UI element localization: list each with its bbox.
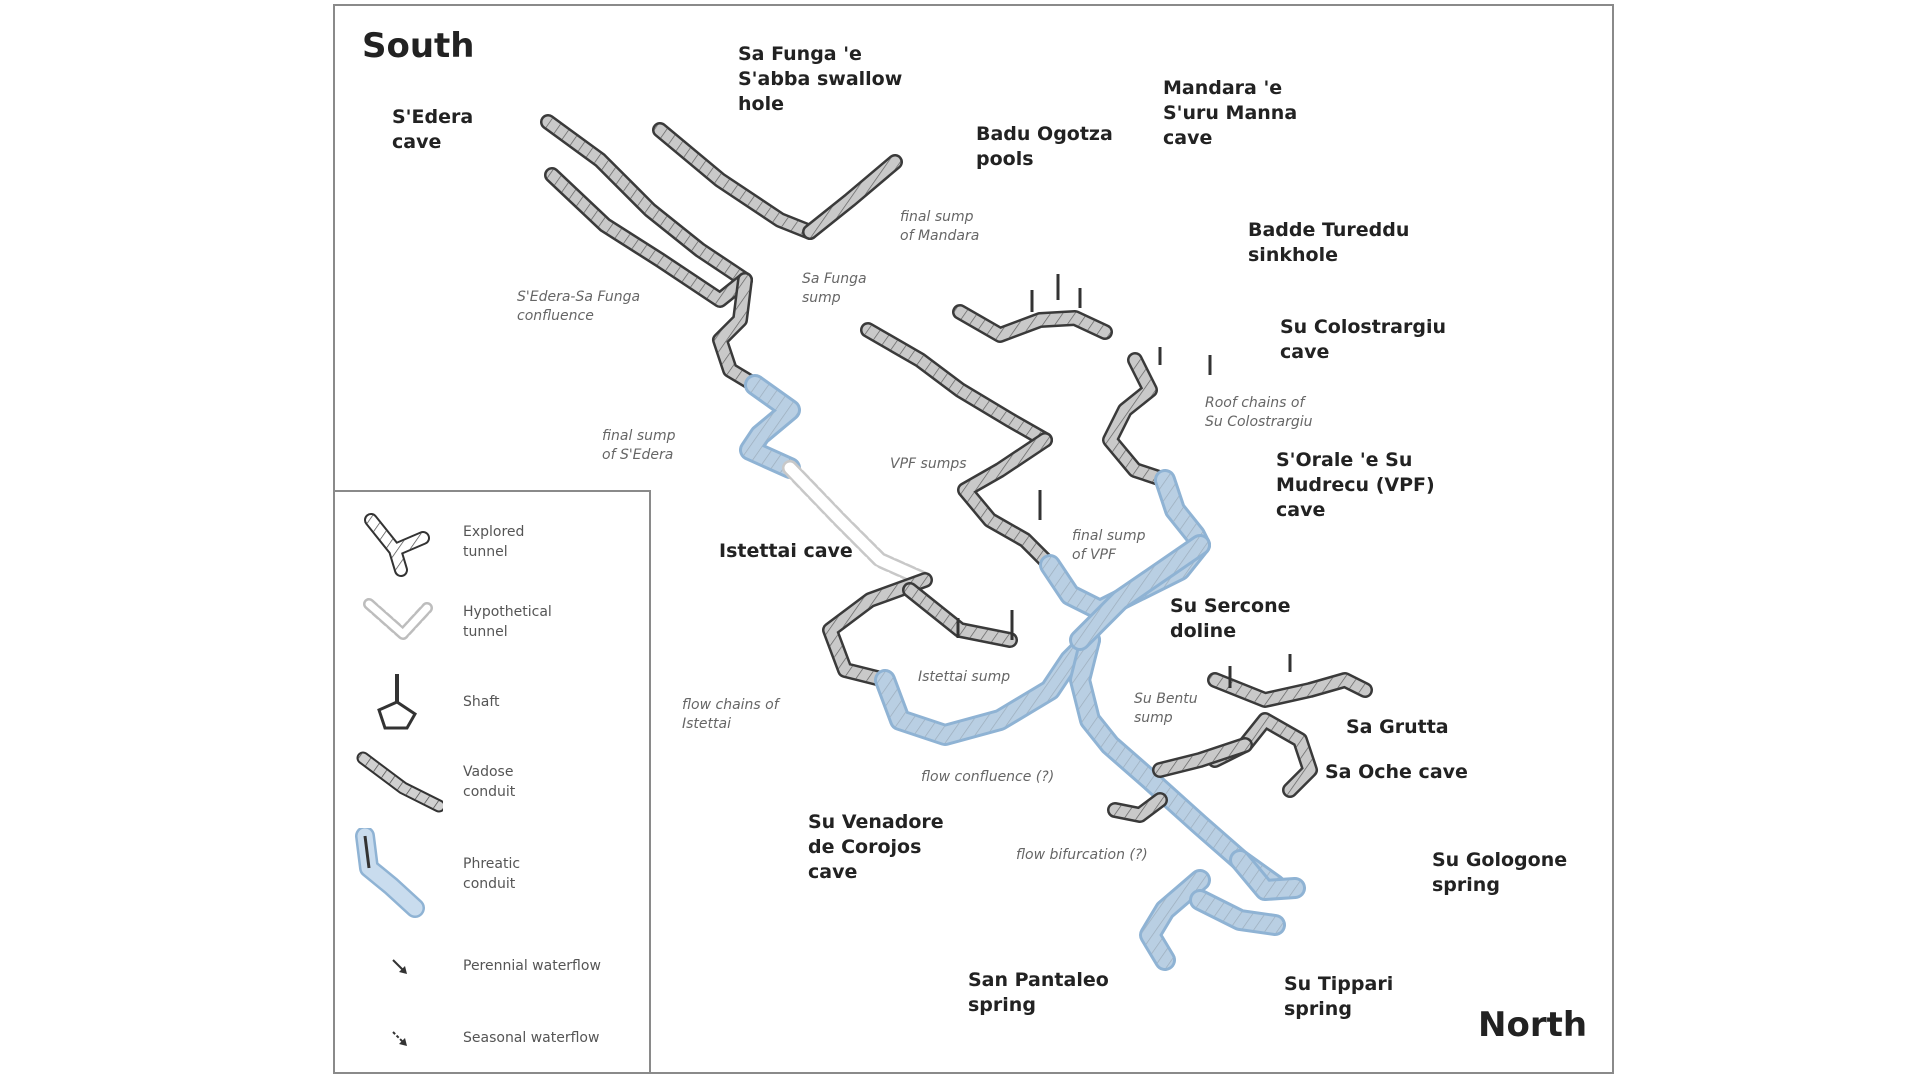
legend-label-hypothetical-tunnel: Hypothetical tunnel [463,604,552,640]
label-s-edera-cave: S'Edera cave [392,106,474,153]
conduit-venadore [1107,792,1168,823]
note-su-bentu-sump: Su Bentu sump [1134,691,1198,726]
conduit-sedera-sump [739,374,801,479]
shaft-icon [377,674,417,730]
conduit-vpf-upper [860,322,1053,448]
note-istettai-sump: Istettai sump [918,669,1011,685]
conduit-istettai-sump [874,629,1101,746]
legend-item-seasonal-waterflow: Seasonal waterflow [335,1010,649,1082]
conduit-colostrargiu-phreatic [1154,469,1211,556]
orientation-north: North [1478,1005,1588,1045]
label-sa-oche-cave: Sa Oche cave [1325,761,1468,783]
conduit-sercone-link [1069,534,1211,651]
legend-item-hypothetical-tunnel: Hypothetical tunnel [335,588,649,660]
conduit-sedera-upper [540,114,753,288]
vadose-conduit-icon [356,751,443,813]
conduit-hypothetical-istettai [782,460,933,588]
conduit-sa-grutta [1207,672,1373,708]
label-san-pantaleo-spring: San Pantaleo spring [968,969,1109,1016]
note-flow-chains-istettai: flow chains of Istettai [682,697,779,732]
conduit-tippari [1189,889,1286,936]
label-su-tippari-spring: Su Tippari spring [1284,973,1394,1020]
note-sedera-confluence: S'Edera-Sa Funga confluence [517,289,641,324]
label-sa-grutta: Sa Grutta [1346,716,1449,738]
note-final-sump-mandara: final sump of Mandara [900,209,980,244]
explored-tunnel-icon [364,513,430,577]
conduit-mandara [952,304,1113,343]
legend-label-seasonal-waterflow: Seasonal waterflow [463,1030,600,1046]
conduit-sedera-lower [544,167,753,308]
legend-item-explored-tunnel: Explored tunnel [335,508,649,580]
label-mandara-cave: Mandara 'e S'uru Manna cave [1163,77,1298,149]
orientation-south: South [362,26,475,66]
note-flow-confluence: flow confluence (?) [921,769,1055,785]
legend-label-perennial-waterflow: Perennial waterflow [463,958,601,974]
legend-label-explored-tunnel: Explored tunnel [463,524,525,560]
perennial-waterflow-icon [392,959,407,974]
label-su-gologone-spring: Su Gologone spring [1432,849,1568,896]
conduit-sedera-trunk [712,272,763,393]
legend: Explored tunnel Hypothetical tunnel Shaf… [333,490,651,1074]
conduit-oche-link [1152,737,1253,778]
label-badde-tureddu-sinkhole: Badde Tureddu sinkhole [1248,219,1410,266]
legend-item-phreatic-conduit: Phreatic conduit [335,828,649,918]
label-sa-funga-swallow-hole: Sa Funga 'e S'abba swallow hole [738,43,903,115]
label-badu-ogotza-pools: Badu Ogotza pools [976,123,1113,170]
conduit-san-pantaleo [1139,869,1211,971]
phreatic-conduit-icon [355,828,425,918]
conduit-vpf-loop [957,432,1058,573]
hypothetical-tunnel-icon [363,598,433,640]
note-final-sump-sedera: final sump of S'Edera [602,428,676,463]
legend-item-shaft: Shaft [335,668,649,740]
note-final-sump-vpf: final sump of VPF [1072,528,1146,563]
conduit-gologone [1229,849,1306,901]
legend-item-vadose-conduit: Vadose conduit [335,748,649,820]
conduit-sa-funga [652,122,818,240]
conduit-colostrargiu [1102,352,1173,488]
note-vpf-sumps: VPF sumps [890,456,967,472]
note-flow-bifurcation: flow bifurcation (?) [1016,847,1148,863]
conduit-istettai-loop [822,572,933,688]
legend-label-phreatic-conduit: Phreatic conduit [463,856,521,892]
label-su-venadore-cave: Su Venadore de Corojos cave [808,811,944,883]
seasonal-waterflow-icon [392,1031,407,1046]
label-s-orale-vpf-cave: S'Orale 'e Su Mudrecu (VPF) cave [1276,449,1435,521]
note-roof-chains: Roof chains of Su Colostrargiu [1205,395,1313,430]
note-sa-funga-sump: Sa Funga sump [802,271,867,306]
conduit-istettai-branch [902,582,1018,648]
label-su-colostrargiu-cave: Su Colostrargiu cave [1280,316,1446,363]
label-su-sercone-doline: Su Sercone doline [1170,595,1291,642]
label-istettai-cave: Istettai cave [719,540,853,562]
legend-label-vadose-conduit: Vadose conduit [463,764,516,800]
legend-label-shaft: Shaft [463,694,500,710]
conduit-sa-funga-east [802,154,903,240]
legend-item-perennial-waterflow: Perennial waterflow [335,938,649,1010]
